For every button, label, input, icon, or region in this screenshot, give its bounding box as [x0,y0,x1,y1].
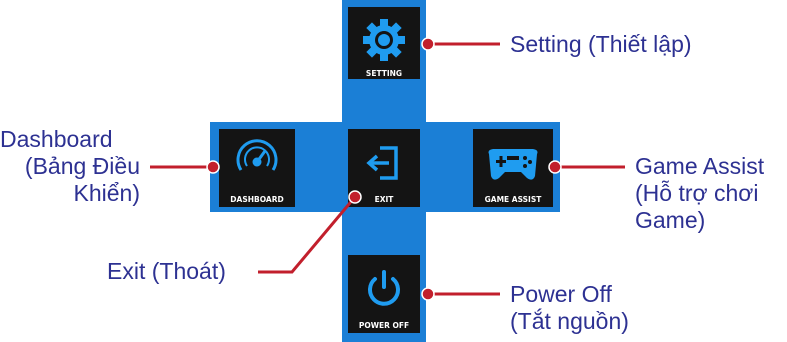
leader-lines [150,42,625,296]
callout-dashboard-line-1: Dashboard [0,126,113,152]
callout-game-assist-line-1: Game Assist [635,153,765,179]
gear-icon [363,19,405,61]
leader-dots [206,37,562,301]
callout-exit-line-1: Exit (Thoát) [107,258,226,284]
game-assist-button[interactable]: GAME ASSIST [471,127,555,209]
power-off-button[interactable]: POWER OFF [346,253,422,335]
callout-power-off-line-1: Power Off [510,281,612,307]
callout-setting-line-1: Setting (Thiết lập) [510,31,692,57]
callout-exit: Exit (Thoát) [107,258,226,285]
power-icon [368,270,400,306]
speedometer-icon [236,139,278,171]
callout-game-assist-line-3: Game) [635,207,706,233]
exit-button[interactable]: EXIT [346,127,422,209]
setting-label: SETTING [366,69,402,78]
exit-icon [366,146,398,180]
callout-dashboard-line-3: Khiển) [73,180,140,206]
game-assist-label: GAME ASSIST [485,195,543,204]
dashboard-label: DASHBOARD [230,195,283,204]
power-off-label: POWER OFF [359,321,409,330]
callout-power-off: Power Off (Tắt nguồn) [510,281,629,335]
setting-button[interactable]: SETTING [346,5,422,81]
exit-label: EXIT [375,195,395,204]
callout-dashboard-line-2: (Bảng Điều [24,153,140,179]
callout-setting: Setting (Thiết lập) [510,31,692,58]
callout-game-assist-line-2: (Hỗ trợ chơi [635,180,759,206]
callout-game-assist: Game Assist (Hỗ trợ chơi Game) [635,153,764,234]
callout-dashboard: Dashboard (Bảng Điều Khiển) [0,126,140,207]
dashboard-button[interactable]: DASHBOARD [217,127,297,209]
callout-power-off-line-2: (Tắt nguồn) [510,308,629,334]
gamepad-icon [488,149,538,180]
